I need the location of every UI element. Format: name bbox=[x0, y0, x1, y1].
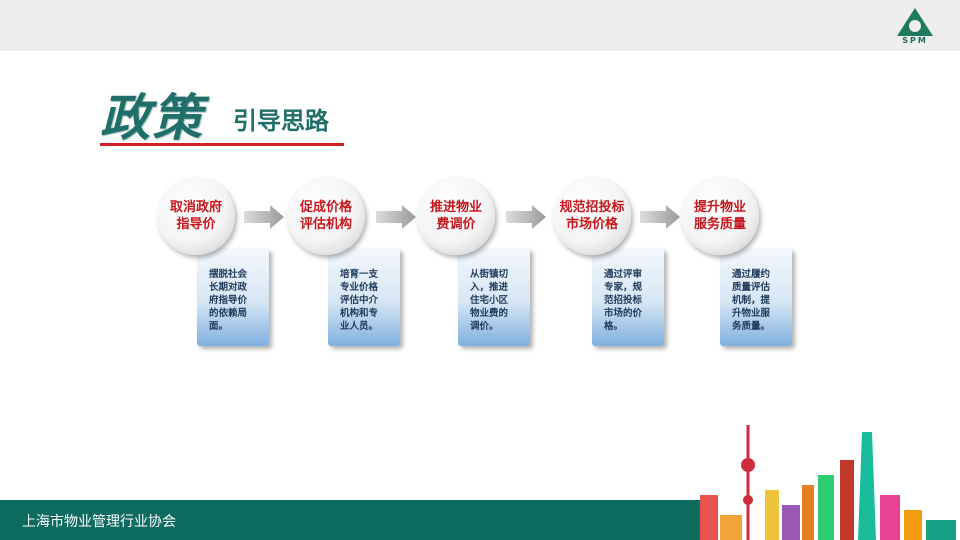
footer-bar bbox=[0, 500, 700, 540]
step-desc-line: 培育一支 bbox=[340, 269, 379, 280]
step-title: 规范招投标 bbox=[559, 200, 625, 215]
step-desc-line: 专业价格 bbox=[340, 282, 379, 293]
step-desc-line: 面。 bbox=[209, 321, 229, 332]
step-desc-line: 市场的价 bbox=[604, 308, 643, 319]
step-circle: 提升物业服务质量 bbox=[681, 177, 759, 255]
step-desc-line: 专家，规 bbox=[604, 282, 643, 293]
step-desc-line: 格。 bbox=[604, 321, 624, 332]
step-description: 通过评审专家，规范招投标市场的价格。 bbox=[592, 248, 664, 346]
step-description: 通过履约质量评估机制，提升物业服务质量。 bbox=[720, 248, 792, 346]
arrow-right-icon bbox=[376, 205, 416, 229]
step-title: 推进物业 bbox=[429, 200, 482, 215]
step-desc-line: 通过履约 bbox=[732, 269, 771, 280]
city-skyline-icon bbox=[700, 425, 956, 540]
step-circle: 规范招投标市场价格 bbox=[553, 177, 631, 255]
step-desc-line: 物业费的 bbox=[470, 308, 509, 319]
footer-org: 上海市物业管理行业协会 bbox=[22, 514, 176, 530]
step-desc-line: 府指导价 bbox=[209, 295, 248, 306]
step-title: 提升物业 bbox=[693, 200, 746, 215]
arrow-right-icon bbox=[244, 205, 284, 229]
step-desc-line: 务质量。 bbox=[732, 321, 771, 332]
step-desc-line: 调价。 bbox=[470, 321, 499, 332]
step-desc-line: 升物业服 bbox=[732, 308, 771, 319]
top-bar bbox=[0, 0, 960, 51]
step-title: 费调价 bbox=[436, 217, 476, 232]
step-title: 市场价格 bbox=[565, 217, 618, 232]
step-circle: 取消政府指导价 bbox=[157, 177, 235, 255]
step-desc-line: 通过评审 bbox=[604, 269, 643, 280]
step-title: 取消政府 bbox=[169, 200, 222, 215]
step-description: 摆脱社会长期对政府指导价的依赖局面。 bbox=[197, 248, 269, 346]
step-desc-line: 长期对政 bbox=[209, 282, 248, 293]
step-desc-line: 机制，提 bbox=[732, 295, 771, 306]
step-title: 评估机构 bbox=[299, 217, 352, 232]
step-title: 指导价 bbox=[176, 217, 216, 232]
step-desc-line: 入，推进 bbox=[470, 282, 509, 293]
title-underline bbox=[100, 143, 344, 146]
step-circle: 推进物业费调价 bbox=[417, 177, 495, 255]
arrow-right-icon bbox=[506, 205, 546, 229]
step-desc-line: 的依赖局 bbox=[209, 308, 248, 319]
page-title: 政策 bbox=[100, 88, 204, 147]
step-desc-line: 业人员。 bbox=[340, 321, 379, 332]
step-desc-line: 质量评估 bbox=[732, 282, 771, 293]
step-desc-line: 住宅小区 bbox=[470, 295, 509, 306]
step-desc-line: 评估中介 bbox=[340, 295, 379, 306]
step-circle: 促成价格评估机构 bbox=[287, 177, 365, 255]
spm-logo-icon bbox=[897, 8, 933, 36]
step-title: 服务质量 bbox=[693, 217, 746, 232]
step-description: 培育一支专业价格评估中介机构和专业人员。 bbox=[328, 248, 400, 346]
step-desc-line: 摆脱社会 bbox=[209, 269, 248, 280]
step-description: 从街镇切入，推进住宅小区物业费的调价。 bbox=[458, 248, 530, 346]
arrow-right-icon bbox=[640, 205, 680, 229]
page-subtitle: 引导思路 bbox=[233, 107, 329, 135]
step-desc-line: 范招投标 bbox=[604, 295, 643, 306]
step-title: 促成价格 bbox=[299, 200, 352, 215]
step-desc-line: 从街镇切 bbox=[470, 269, 509, 280]
logo-text: SPM bbox=[902, 36, 928, 45]
step-desc-line: 机构和专 bbox=[340, 308, 379, 319]
